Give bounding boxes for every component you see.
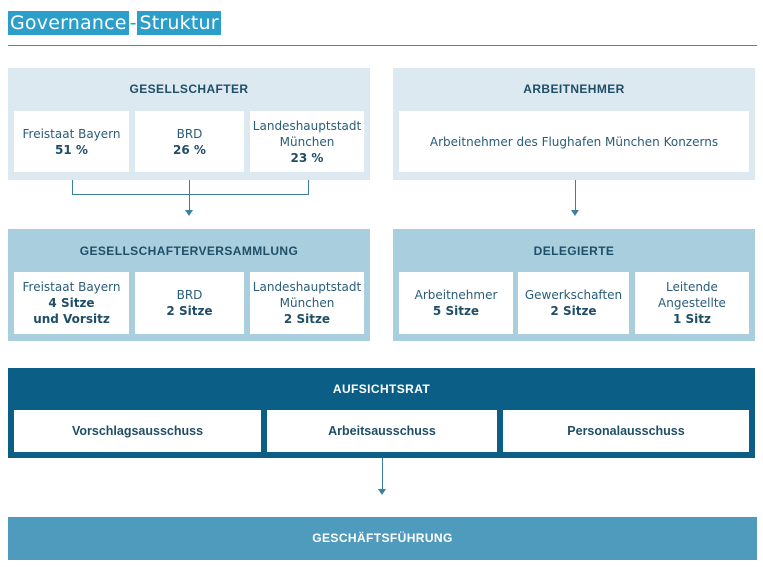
gesellschafter-panel: GESELLSCHAFTER Freistaat Bayern 51 % BRD… xyxy=(8,68,370,180)
connector-line-arbeitnehmer xyxy=(575,180,576,210)
cell-value: 1 Sitz xyxy=(672,312,711,326)
title-divider xyxy=(8,45,757,46)
page-title: Governance - Struktur xyxy=(8,11,221,35)
cell-value: 4 Sitze xyxy=(48,296,95,310)
cell-extra: und Vorsitz xyxy=(33,312,110,326)
gesellschafter-brd: BRD 26 % xyxy=(135,111,244,172)
cell-value: 26 % xyxy=(173,142,206,157)
arbeitnehmer-konzern-cell: Arbeitnehmer des Flughafen München Konze… xyxy=(399,111,749,172)
versammlung-landeshauptstadt: Landeshauptstadt München 2 Sitze xyxy=(250,272,364,334)
title-part-governance: Governance xyxy=(8,11,129,35)
geschaeftsfuehrung-panel: GESCHÄFTSFÜHRUNG xyxy=(8,517,757,560)
connector-line-aufsichtsrat xyxy=(382,458,383,490)
aufsichtsrat-header: AUFSICHTSRAT xyxy=(332,382,431,396)
cell-value: 2 Sitze xyxy=(283,312,331,326)
cell-name: Leitende Angestellte xyxy=(658,280,726,310)
arrow-down-icon xyxy=(378,489,386,495)
delegierte-arbeitnehmer: Arbeitnehmer 5 Sitze xyxy=(399,272,513,334)
gesellschafter-landeshauptstadt: Landeshauptstadt München 23 % xyxy=(250,111,364,172)
cell-name: BRD xyxy=(176,126,203,141)
connector-line-right xyxy=(308,180,309,194)
delegierte-header: DELEGIERTE xyxy=(533,244,615,258)
cell-text: Arbeitnehmer des Flughafen München Konze… xyxy=(429,134,719,149)
cell-name: Freistaat Bayern xyxy=(22,280,121,294)
title-separator: - xyxy=(128,11,138,35)
cell-name: BRD xyxy=(176,288,203,302)
committee-personalausschuss: Personalausschuss xyxy=(503,410,749,452)
cell-name: Landeshauptstadt München xyxy=(252,118,362,149)
committee-vorschlagsausschuss: Vorschlagsausschuss xyxy=(14,410,261,452)
versammlung-brd: BRD 2 Sitze xyxy=(135,272,244,334)
gesellschafter-freistaat-bayern: Freistaat Bayern 51 % xyxy=(14,111,129,172)
arbeitnehmer-panel: ARBEITNEHMER Arbeitnehmer des Flughafen … xyxy=(393,68,755,180)
versammlung-freistaat-bayern: Freistaat Bayern 4 Sitze und Vorsitz xyxy=(14,272,129,334)
connector-line-horizontal xyxy=(72,194,309,195)
committee-arbeitsausschuss: Arbeitsausschuss xyxy=(267,410,497,452)
versammlung-header: GESELLSCHAFTERVERSAMMLUNG xyxy=(79,244,299,258)
cell-value: 51 % xyxy=(55,142,88,157)
title-part-struktur: Struktur xyxy=(137,11,221,35)
connector-line-mid xyxy=(189,180,190,210)
cell-name: Landeshauptstadt München xyxy=(252,280,362,310)
cell-value: 2 Sitze xyxy=(166,304,213,318)
cell-name: Arbeitnehmer xyxy=(414,288,498,302)
cell-value: 23 % xyxy=(290,150,324,165)
connector-line-left xyxy=(72,180,73,194)
delegierte-gewerkschaften: Gewerkschaften 2 Sitze xyxy=(518,272,629,334)
geschaeftsfuehrung-header: GESCHÄFTSFÜHRUNG xyxy=(312,531,453,545)
cell-name: Freistaat Bayern xyxy=(22,126,121,141)
cell-name: Gewerkschaften xyxy=(524,288,623,302)
committee-label: Arbeitsausschuss xyxy=(328,424,436,438)
gesellschafter-header: GESELLSCHAFTER xyxy=(129,82,249,96)
cell-value: 5 Sitze xyxy=(432,304,480,318)
arrow-down-icon xyxy=(185,210,193,216)
committee-label: Personalausschuss xyxy=(567,424,685,438)
delegierte-panel: DELEGIERTE Arbeitnehmer 5 Sitze Gewerksc… xyxy=(393,229,755,341)
aufsichtsrat-panel: AUFSICHTSRAT Vorschlagsausschuss Arbeits… xyxy=(8,368,755,458)
arrow-down-icon xyxy=(571,210,579,216)
delegierte-leitende-angestellte: Leitende Angestellte 1 Sitz xyxy=(635,272,749,334)
committee-label: Vorschlagsausschuss xyxy=(71,424,204,438)
versammlung-panel: GESELLSCHAFTERVERSAMMLUNG Freistaat Baye… xyxy=(8,229,370,341)
arbeitnehmer-header: ARBEITNEHMER xyxy=(523,82,625,96)
cell-value: 2 Sitze xyxy=(550,304,597,318)
